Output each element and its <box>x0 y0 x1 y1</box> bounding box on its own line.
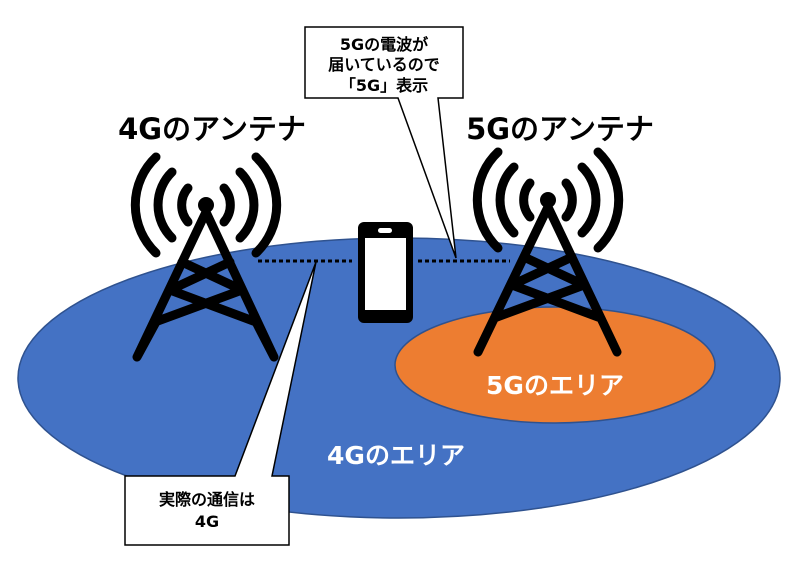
smartphone-icon <box>358 222 413 323</box>
area-5g <box>394 306 716 424</box>
callout-bottom-line1: 実際の通信は <box>159 490 255 509</box>
antenna-5g-icon <box>472 147 624 357</box>
callout-top-line1: 5Gの電波が <box>340 35 428 54</box>
area-5g-label: 5Gのエリア <box>486 371 624 400</box>
antenna-4g-label: 4Gのアンテナ <box>118 112 306 146</box>
antenna-5g-label: 5Gのアンテナ <box>466 112 654 146</box>
area-4g-label: 4Gのエリア <box>327 441 465 470</box>
callout-bottom: 実際の通信は 4G <box>124 261 317 546</box>
callout-top-line2: 届いているので <box>328 55 440 74</box>
callout-bottom-line2: 4G <box>195 512 219 531</box>
callout-top: 5Gの電波が 届いているので 「5G」表示 <box>304 26 464 259</box>
antenna-4g-icon <box>130 152 282 362</box>
callout-top-line3: 「5G」表示 <box>340 76 428 95</box>
